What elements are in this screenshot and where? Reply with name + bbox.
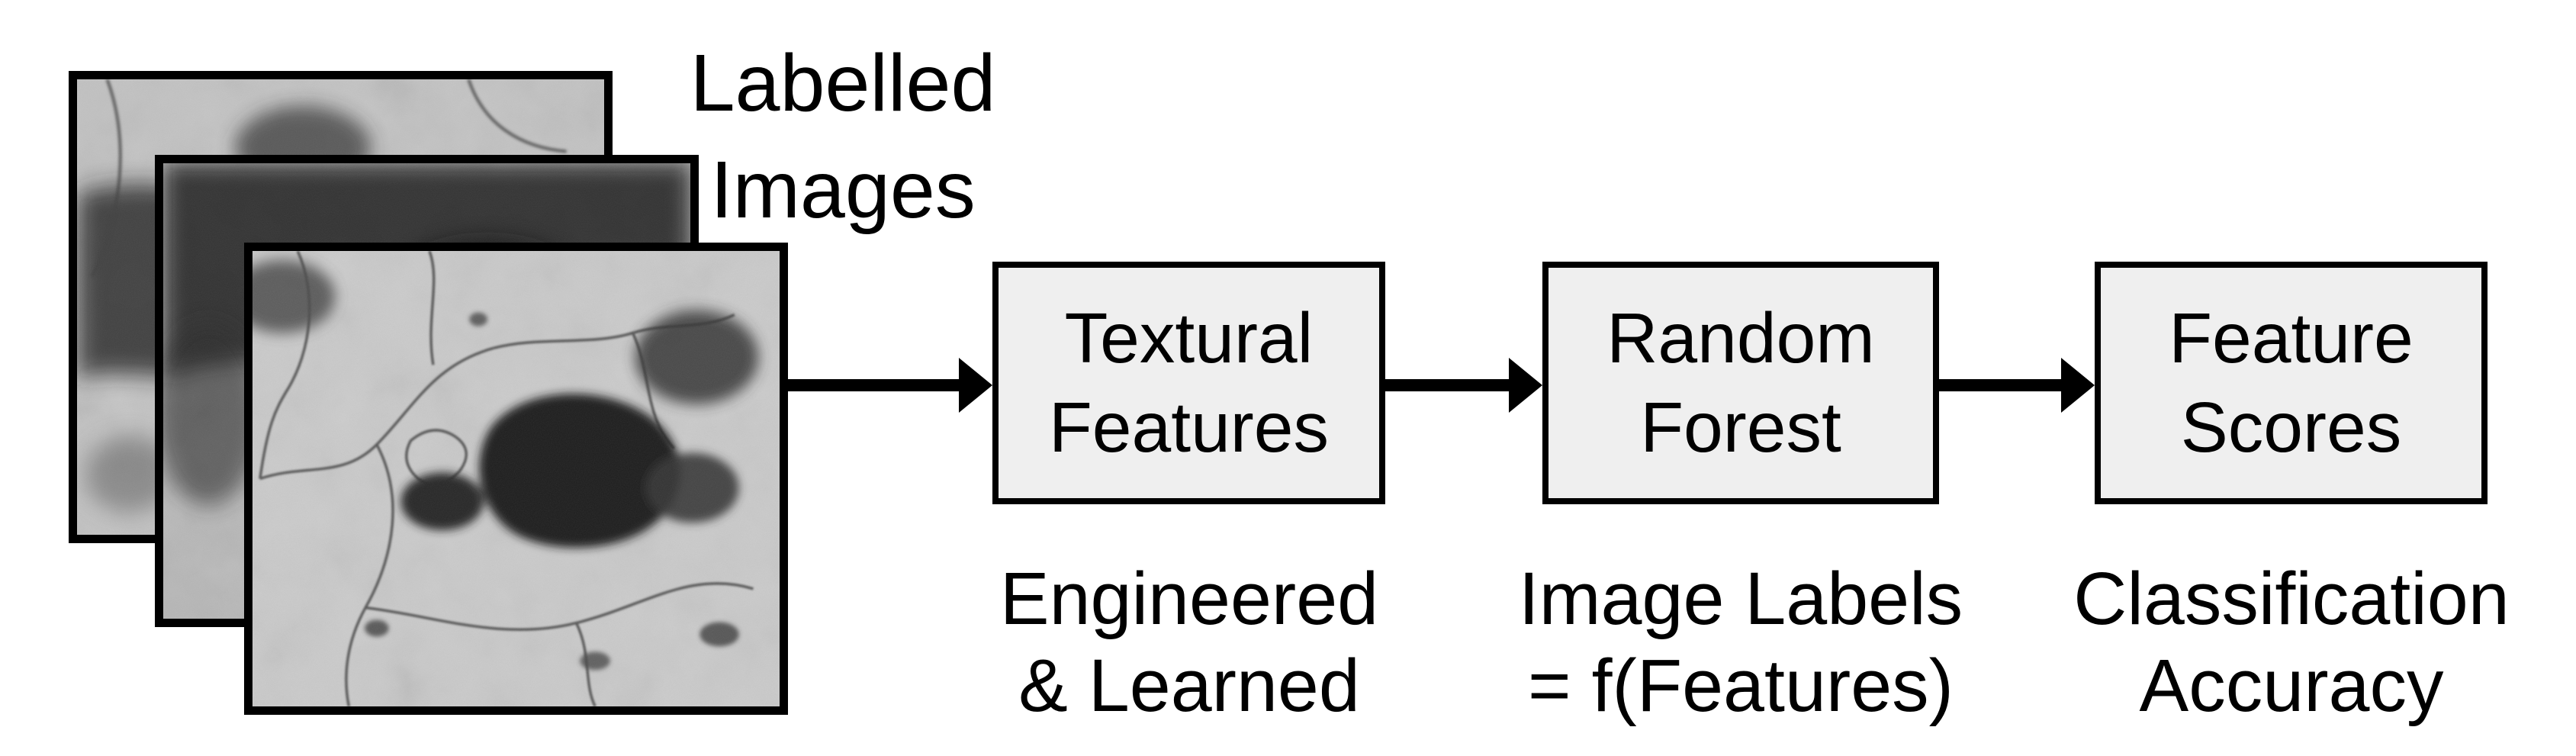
caption-engineered-learned: Engineered & Learned: [922, 555, 1456, 730]
caption-classification-accuracy-line2: Accuracy: [2139, 644, 2444, 728]
micrograph-front: [244, 243, 788, 715]
caption-engineered-learned-line2: & Learned: [1018, 644, 1360, 728]
box-feature-scores-line2: Scores: [2180, 388, 2402, 467]
box-random-forest: Random Forest: [1542, 262, 1939, 504]
box-feature-scores-line1: Feature: [2169, 298, 2414, 378]
box-textural-features-line1: Textural: [1064, 298, 1314, 378]
arrow-random-forest-to-feature-scores: [1939, 358, 2095, 413]
caption-image-labels: Image Labels = f(Features): [1474, 555, 2008, 730]
arrow-shaft: [1385, 379, 1509, 391]
arrow-textural-features-to-random-forest: [1385, 358, 1542, 413]
arrow-head-icon: [2061, 358, 2095, 413]
arrow-shaft: [788, 379, 959, 391]
box-random-forest-line2: Forest: [1640, 388, 1841, 467]
arrow-shaft: [1939, 379, 2061, 391]
box-random-forest-line1: Random: [1606, 298, 1875, 378]
stack-label: Labelled Images: [633, 31, 1053, 244]
arrow-head-icon: [1509, 358, 1542, 413]
micrograph-front-texture: [252, 251, 780, 706]
stack-label-line1: Labelled: [690, 38, 996, 128]
box-feature-scores: Feature Scores: [2095, 262, 2488, 504]
caption-image-labels-line2: = f(Features): [1528, 644, 1954, 728]
caption-classification-accuracy: Classification Accuracy: [2024, 555, 2558, 730]
box-textural-features-line2: Features: [1048, 388, 1329, 467]
arrow-images-to-textural-features: [788, 358, 992, 413]
arrow-head-icon: [959, 358, 992, 413]
caption-engineered-learned-line1: Engineered: [999, 557, 1379, 640]
box-textural-features: Textural Features: [992, 262, 1385, 504]
caption-image-labels-line1: Image Labels: [1518, 557, 1963, 640]
stack-label-line2: Images: [710, 144, 976, 235]
caption-classification-accuracy-line1: Classification: [2073, 557, 2510, 640]
